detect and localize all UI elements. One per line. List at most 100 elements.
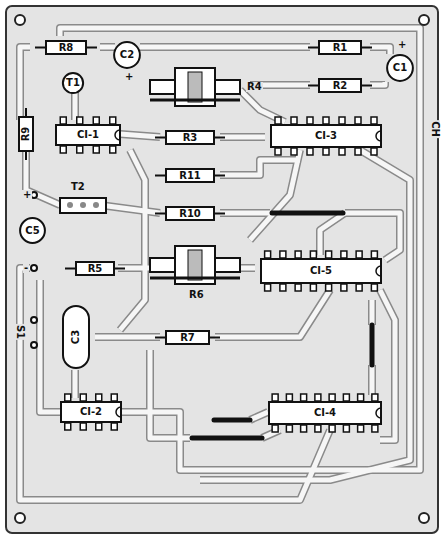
ic-pin	[371, 284, 377, 291]
ic-pin	[329, 394, 335, 401]
callout-label: R6	[188, 290, 205, 300]
trace-outline	[100, 205, 160, 213]
transistor-symbol	[60, 198, 106, 213]
ic-pin	[358, 425, 364, 432]
ic-pin	[110, 117, 116, 124]
trace-outline	[120, 300, 420, 470]
resistor-box: R2	[318, 78, 362, 93]
trace-outline	[368, 300, 376, 325]
trace	[370, 82, 385, 85]
resistor-box: R7	[165, 330, 210, 345]
ic-pin	[301, 394, 307, 401]
ic-pin	[272, 425, 278, 432]
trace-outline	[220, 160, 300, 175]
trace	[380, 290, 395, 440]
terminal-pad	[31, 317, 37, 323]
part-label: CI-5	[310, 266, 332, 276]
trace	[200, 150, 410, 480]
trace	[345, 213, 400, 260]
capacitor-circle: C1	[386, 54, 414, 82]
trace-outline	[370, 82, 385, 85]
ic-pin	[326, 284, 332, 291]
ic-pin	[326, 251, 332, 258]
callout-label: +	[124, 72, 134, 82]
trace	[20, 268, 330, 500]
ic-pin	[96, 394, 102, 401]
trace	[370, 365, 375, 395]
ic-pin	[96, 423, 102, 430]
trace-outline	[140, 43, 310, 51]
ic-pin	[355, 117, 361, 124]
ic-pin	[341, 251, 347, 258]
trace-outline	[150, 350, 190, 438]
wire-link	[272, 211, 343, 216]
ic-pin	[371, 251, 377, 258]
trace	[220, 160, 300, 175]
ic-pin	[77, 117, 83, 124]
part-label: C5	[25, 226, 39, 236]
trace	[250, 150, 300, 240]
callout-label: R4	[246, 82, 263, 92]
ic-pin	[323, 148, 329, 155]
part-label: R1	[333, 43, 348, 53]
trace-outline	[220, 209, 270, 217]
component-outlines	[26, 48, 378, 439]
trace-outline	[60, 28, 420, 300]
wire-link	[370, 325, 375, 365]
ic-pin	[358, 394, 364, 401]
callout-label: +	[22, 190, 32, 200]
trace	[320, 213, 345, 255]
ic-chip: CI-3	[270, 124, 382, 148]
capacitor-circle: T1	[62, 72, 84, 94]
part-label: R2	[333, 81, 348, 91]
trace	[220, 211, 270, 216]
trace-outline	[368, 365, 376, 395]
callout-label: S1	[15, 324, 25, 340]
part-label: C2	[120, 50, 134, 60]
ic-pin	[341, 284, 347, 291]
capacitor-circle: C5	[19, 217, 46, 244]
trace-outline	[380, 290, 395, 440]
trace	[240, 266, 255, 271]
resistor-box: R10	[165, 206, 215, 221]
trace-outline	[250, 412, 268, 420]
trimmer-symbol	[150, 246, 240, 284]
part-label: C1	[393, 63, 407, 73]
ic-chip: CI-4	[268, 401, 382, 425]
part-label: CI-1	[77, 130, 99, 140]
trace	[120, 150, 145, 330]
ic-pin	[111, 423, 117, 430]
ic-pin	[93, 146, 99, 153]
part-label: CI-2	[80, 407, 102, 417]
ic-pin	[265, 284, 271, 291]
ic-pin	[343, 425, 349, 432]
part-label: R11	[179, 171, 201, 181]
pad	[93, 202, 99, 208]
ic-pin	[329, 425, 335, 432]
ic-chip: CI-5	[260, 258, 382, 284]
part-label: CI-3	[315, 131, 337, 141]
ic-pin	[339, 148, 345, 155]
trace-outline	[95, 333, 160, 341]
callout-label: T2	[70, 182, 86, 192]
trace	[40, 280, 60, 412]
resistor-box: R11	[165, 168, 215, 183]
ic-pin	[315, 394, 321, 401]
wire-link	[214, 418, 250, 423]
ic-pin	[65, 394, 71, 401]
trace-outline	[71, 370, 79, 398]
ic-pin	[60, 146, 66, 153]
trace	[60, 28, 420, 300]
capacitor-oval: C3	[62, 305, 90, 369]
trace-outline	[320, 213, 345, 255]
callout-label: -	[23, 263, 29, 273]
ic-pin	[310, 251, 316, 258]
callout-label: CH	[430, 120, 440, 138]
ic-pin	[371, 148, 377, 155]
resistor-box: R1	[318, 40, 362, 55]
ic-pin	[371, 117, 377, 124]
ic-pin	[339, 117, 345, 124]
trimmer-symbol	[150, 68, 240, 106]
trace-outline	[100, 43, 115, 51]
trace-outline	[20, 268, 330, 500]
